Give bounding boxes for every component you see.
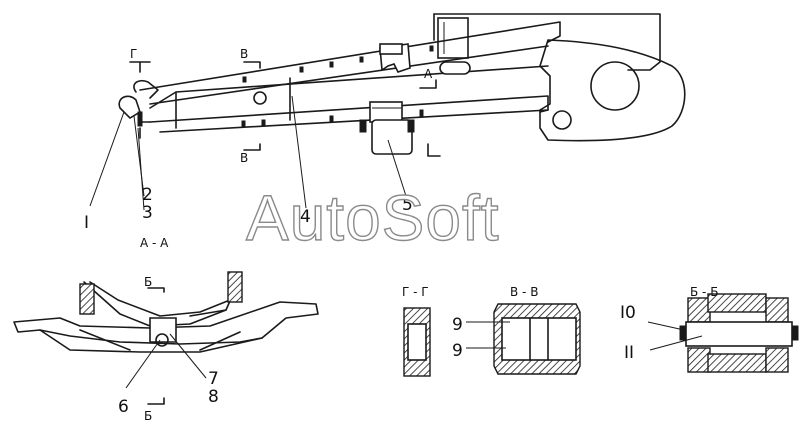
section-title-gg: Г - Г [402, 285, 429, 299]
section-title-bb: Б - Б [690, 285, 718, 299]
section-title-aa: А - А [140, 236, 169, 250]
callout-5: 5 [402, 195, 413, 215]
callout-6: 6 [118, 397, 129, 417]
callout-7: 7 [208, 369, 219, 389]
section-mark-a-top: А [424, 67, 433, 81]
callout-1: I [84, 213, 89, 233]
section-mark-b-top: Б [144, 275, 152, 289]
watermark-logo: AutoSoft [246, 182, 500, 254]
main-frame-view [89, 13, 686, 211]
section-mark-g-top: Г [130, 47, 137, 61]
section-bb [647, 293, 799, 373]
callout-2: 2 [142, 185, 153, 205]
callout-8: 8 [208, 387, 219, 407]
section-mark-b-bottom: Б [144, 409, 152, 423]
callout-4: 4 [300, 207, 311, 227]
lower-bracket-view [13, 271, 319, 405]
callout-10: I0 [620, 303, 636, 323]
callout-9a: 9 [452, 315, 463, 335]
section-gg [403, 307, 431, 377]
section-mark-v-bottom: В [240, 151, 248, 165]
callout-11: II [624, 343, 634, 363]
section-vv [466, 303, 581, 375]
callout-9b: 9 [452, 341, 463, 361]
callout-3: 3 [142, 203, 153, 223]
section-title-vv: В - В [510, 285, 538, 299]
section-mark-v-top: В [240, 47, 248, 61]
